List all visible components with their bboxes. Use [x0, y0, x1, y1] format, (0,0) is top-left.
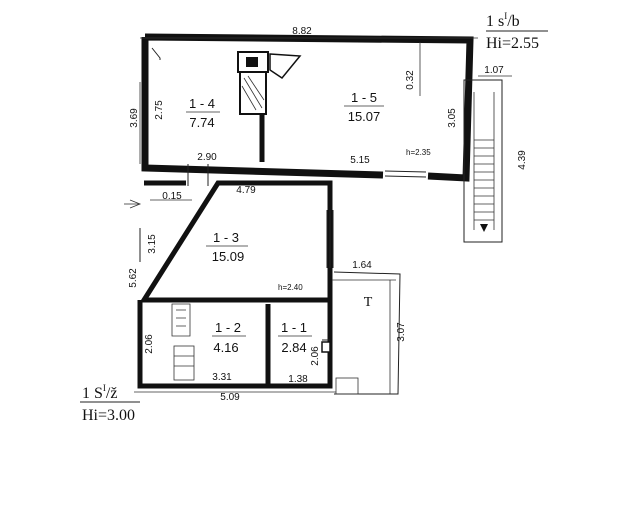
dim-room2-height: 2.06	[144, 334, 155, 354]
dim-bottom-width: 5.15	[350, 155, 370, 166]
svg-text:Hi=2.55: Hi=2.55	[486, 35, 539, 52]
dim-room3-height: 3.15	[147, 234, 158, 254]
room-1-1: 1 - 1 2.84	[278, 320, 312, 355]
room-id: 1 - 1	[281, 320, 307, 335]
dim-room3-width: 4.79	[236, 185, 256, 196]
upper-exterior-wall	[141, 33, 474, 182]
room-area: 2.84	[281, 340, 306, 355]
room-height-upper: h=2.35	[406, 148, 431, 157]
upper-window	[384, 170, 427, 173]
chimney-block	[237, 51, 302, 115]
room-id: 1 - 2	[215, 320, 241, 335]
svg-text:Hi=3.00: Hi=3.00	[82, 407, 135, 424]
dim-terrace-width: 1.64	[352, 260, 372, 271]
dim-window-offset: 0.32	[405, 70, 416, 90]
upper-staircase	[463, 79, 503, 243]
dim-top-width: 8.82	[292, 26, 312, 37]
dim-left-inner: 2.75	[154, 100, 165, 120]
room-area: 15.09	[212, 249, 245, 264]
ground-stair	[171, 303, 195, 381]
dim-stair-length: 4.39	[517, 150, 528, 170]
svg-text:1 sI/b: 1 sI/b	[486, 11, 520, 30]
room-1-2: 1 - 2 4.16	[212, 320, 246, 355]
terrace: T	[332, 271, 401, 395]
dim-stair-width: 1.07	[484, 65, 504, 76]
dim-room2-width: 3.31	[212, 372, 232, 383]
room-1-3: 1 - 3 15.09	[206, 230, 248, 264]
ground-floor-designation: 1 SI/ž Hi=3.00	[80, 383, 140, 424]
dim-wall-offset: 0.15	[162, 191, 182, 202]
dim-terrace-length: 3.07	[396, 322, 407, 342]
dim-room1-width: 1.38	[288, 374, 308, 385]
room-area: 7.74	[189, 115, 214, 130]
upper-floor-plan: 8.82 3.69 2.75 0.32 3.05 1.07 4.39 2.90 …	[129, 11, 548, 243]
dim-room1-height: 2.06	[310, 346, 321, 366]
terrace-label: T	[364, 295, 373, 310]
room-id: 1 - 4	[189, 96, 215, 111]
room-1-5: 1 - 5 15.07	[344, 90, 384, 124]
dim-left-outer: 3.69	[129, 108, 140, 128]
upper-floor-designation: 1 sI/b Hi=2.55	[486, 11, 548, 52]
room-1-4: 1 - 4 7.74	[186, 96, 220, 130]
dim-bottom-width: 5.09	[220, 392, 240, 403]
ground-floor-plan: T 0.15 4.79 3.15 5.62 1.64 3.07 2.06 2.0…	[80, 180, 407, 424]
svg-text:1 SI/ž: 1 SI/ž	[82, 383, 117, 402]
dim-partition-width: 2.90	[197, 152, 217, 163]
room-id: 1 - 3	[213, 230, 239, 245]
room-id: 1 - 5	[351, 90, 377, 105]
room-area: 4.16	[213, 340, 238, 355]
room-area: 15.07	[348, 109, 381, 124]
dim-left-height: 5.62	[128, 268, 139, 288]
room-height-ground: h=2.40	[278, 283, 303, 292]
dim-right-height: 3.05	[447, 108, 458, 128]
